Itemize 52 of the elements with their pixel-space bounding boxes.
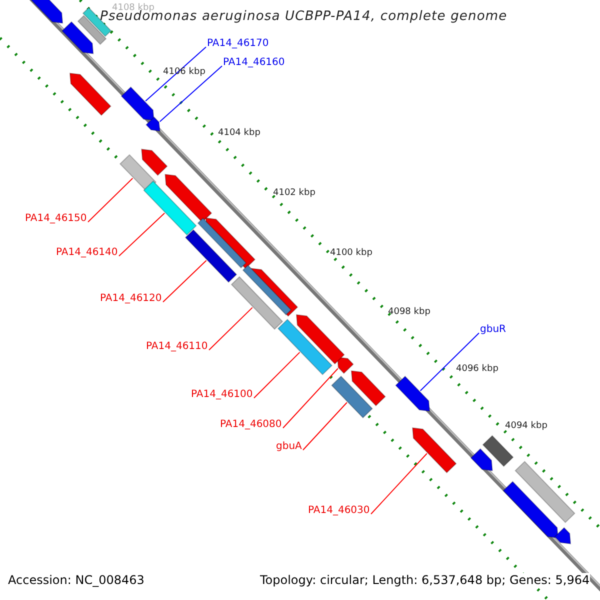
gene-label: PA14_46140 (56, 247, 118, 258)
leader-line (88, 178, 134, 222)
footer-text: Topology: circular; Length: 6,537,648 bp; Genes: 5,964 (260, 573, 590, 587)
gene-block (143, 180, 197, 236)
gene-block (197, 218, 247, 268)
gene-label: PA14_46160 (223, 57, 285, 68)
scale-label: 4096 kbp (456, 364, 498, 374)
leader-line (420, 332, 480, 392)
gene-block (482, 434, 514, 468)
gene-block (395, 376, 430, 412)
gene-block (277, 318, 333, 376)
leader-line (282, 368, 338, 428)
gene-block (470, 448, 493, 472)
leader-line (145, 46, 206, 102)
leader-line (208, 307, 253, 350)
scale-label: 4104 kbp (218, 128, 260, 138)
gene-block (412, 427, 457, 474)
gene-block (502, 480, 559, 538)
leader-line (162, 260, 207, 302)
gene-label: PA14_46080 (220, 419, 282, 430)
gene-label: PA14_46150 (25, 213, 87, 224)
gene-block (554, 527, 572, 544)
scale-label: 4094 kbp (505, 421, 548, 431)
gene-block (120, 86, 154, 121)
gene-block (514, 460, 576, 524)
gene-block (184, 229, 238, 283)
leader-line (118, 212, 166, 256)
leader-line (370, 453, 428, 514)
gene-block (164, 174, 212, 223)
scale-label: 4098 kbp (388, 307, 430, 317)
gene-block (145, 116, 160, 132)
gene-block (141, 148, 168, 176)
gene-label: gbuR (480, 324, 506, 335)
gene-block (350, 370, 386, 406)
scale-label: 4100 kbp (330, 248, 372, 258)
scale-label: 4102 kbp (273, 188, 316, 198)
gene-block (119, 154, 157, 192)
gene-block (330, 376, 374, 418)
gene-label: PA14_46170 (207, 38, 269, 49)
leader-line (254, 352, 300, 398)
footer-text: Accession: NC_008463 (8, 573, 144, 587)
gene-block (61, 21, 94, 54)
gene-label: gbuA (276, 441, 302, 452)
leader-line (302, 402, 348, 450)
gene-label: PA14_46100 (191, 389, 253, 400)
gene-block (69, 72, 112, 116)
gene-label: PA14_46030 (308, 505, 370, 516)
gene-label: PA14_46120 (100, 293, 162, 304)
leader-line (159, 66, 222, 122)
gene-label: PA14_46110 (146, 341, 208, 352)
gene-block (28, 0, 64, 24)
gene-block (296, 314, 345, 365)
